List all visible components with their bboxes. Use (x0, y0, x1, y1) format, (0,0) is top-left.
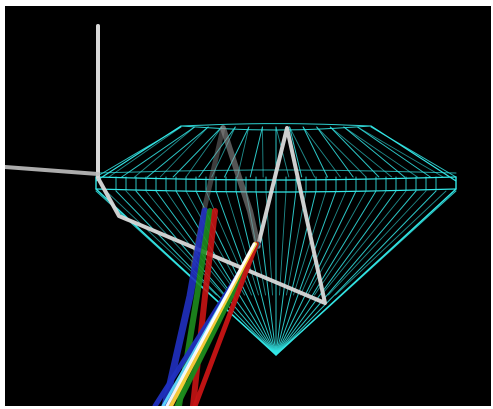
pavilion-half-facet (300, 190, 347, 296)
crown-facet (329, 126, 380, 178)
crown-facet (289, 126, 303, 178)
crown-facet (302, 126, 328, 178)
crown-facet-diagonal (343, 126, 418, 178)
crown-facet (343, 126, 406, 178)
pavilion-facet (275, 190, 337, 356)
crown-slope-right (370, 125, 457, 182)
render-viewport (5, 6, 491, 406)
pavilion-facet (255, 190, 277, 356)
crown-facet-diagonal (316, 126, 367, 178)
crown-facet-diagonal (356, 126, 444, 178)
crown-facet-diagonal (185, 126, 223, 178)
pavilion-facet (275, 190, 297, 356)
crown-slope-left (95, 125, 182, 182)
pavilion-facet (275, 190, 437, 356)
pavilion-half-facet (307, 190, 367, 296)
diamond-refraction-illustration (5, 6, 491, 406)
pavilion-facet (275, 190, 417, 356)
dispersion-band-blue (161, 207, 209, 406)
crown-facet-diagonal (302, 126, 341, 178)
crown-facet-diagonal (134, 126, 196, 178)
crown-facet-diagonal (159, 126, 209, 178)
table-edge-back (180, 123, 372, 127)
light-rays (5, 24, 327, 406)
pavilion-half-facet (328, 190, 427, 296)
crown-facet-diagonal (211, 126, 236, 178)
crown-facet (356, 126, 431, 178)
dispersion-ray (165, 242, 256, 406)
pavilion-facet (155, 190, 277, 356)
crown-facet-diagonal (108, 126, 182, 178)
crown-facet (224, 126, 250, 178)
pavilion-facet (275, 190, 357, 356)
pavilion-half-facet (293, 190, 327, 296)
pavilion-edge-left (95, 188, 277, 356)
crown-facet (249, 126, 263, 178)
crown-facet (121, 126, 196, 178)
pavilion-facet (275, 190, 397, 356)
dispersion-ray (192, 241, 259, 406)
pavilion-facet (275, 190, 377, 356)
incoming-ray-horizontal (5, 165, 100, 176)
crown-facet (198, 126, 236, 178)
pavilion-half-facet (321, 190, 407, 296)
pavilion-facet (175, 190, 277, 356)
pavilion-half-facet (314, 190, 387, 296)
crown-facet-diagonal (261, 126, 264, 178)
pavilion-half-facet (145, 190, 231, 296)
internal-reflection-path (96, 126, 327, 305)
pavilion-edge-right (275, 188, 457, 356)
crown-facet-diagonal (289, 126, 316, 178)
crown-facet (146, 126, 209, 178)
pavilion-half-facet (335, 190, 447, 296)
secondary-ray-ghost (220, 125, 261, 249)
crown-facet-diagonal (329, 126, 393, 178)
crown-facet (172, 126, 223, 178)
crown-facet (316, 126, 354, 178)
pavilion-half-facet (279, 190, 287, 296)
pavilion-facet (275, 190, 317, 356)
pavilion-half-facet (225, 190, 259, 296)
